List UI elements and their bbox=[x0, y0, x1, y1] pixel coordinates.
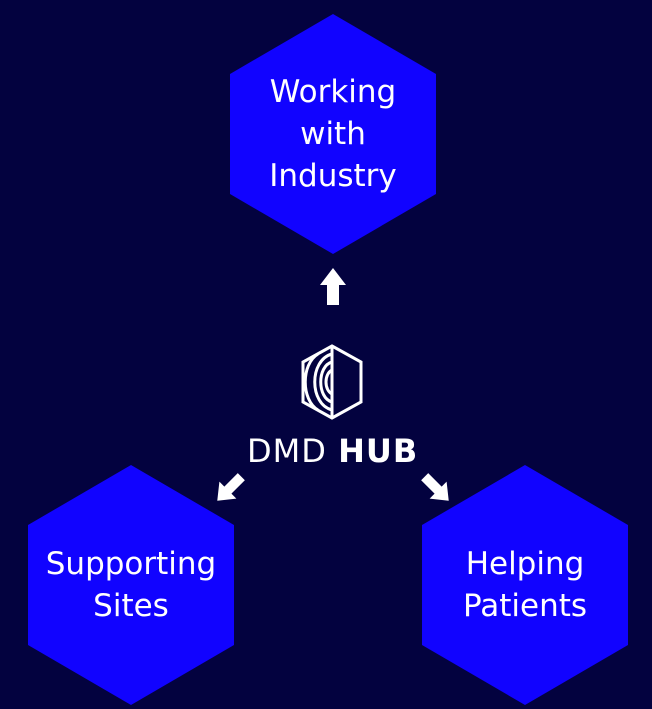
dmd-hub-hexagon-logo-icon bbox=[301, 344, 363, 420]
arrow-up-icon bbox=[320, 268, 346, 305]
hexagon-label: Working with Industry bbox=[269, 74, 397, 194]
arrow-down-right-icon bbox=[421, 473, 449, 501]
hexagon-label: Supporting Sites bbox=[45, 546, 217, 624]
hexagon-supporting-sites: Supporting Sites bbox=[28, 465, 234, 705]
dmd-hub-logo: DMD HUB bbox=[247, 342, 417, 470]
hexagon-label: Helping Patients bbox=[462, 546, 588, 624]
logo-text-bold: HUB bbox=[338, 432, 419, 470]
arrow-down-left-icon bbox=[217, 473, 245, 501]
logo-text-regular: DMD bbox=[247, 432, 327, 470]
logo-text: DMD HUB bbox=[247, 432, 417, 470]
hexagon-working-with-industry: Working with Industry bbox=[230, 14, 436, 254]
